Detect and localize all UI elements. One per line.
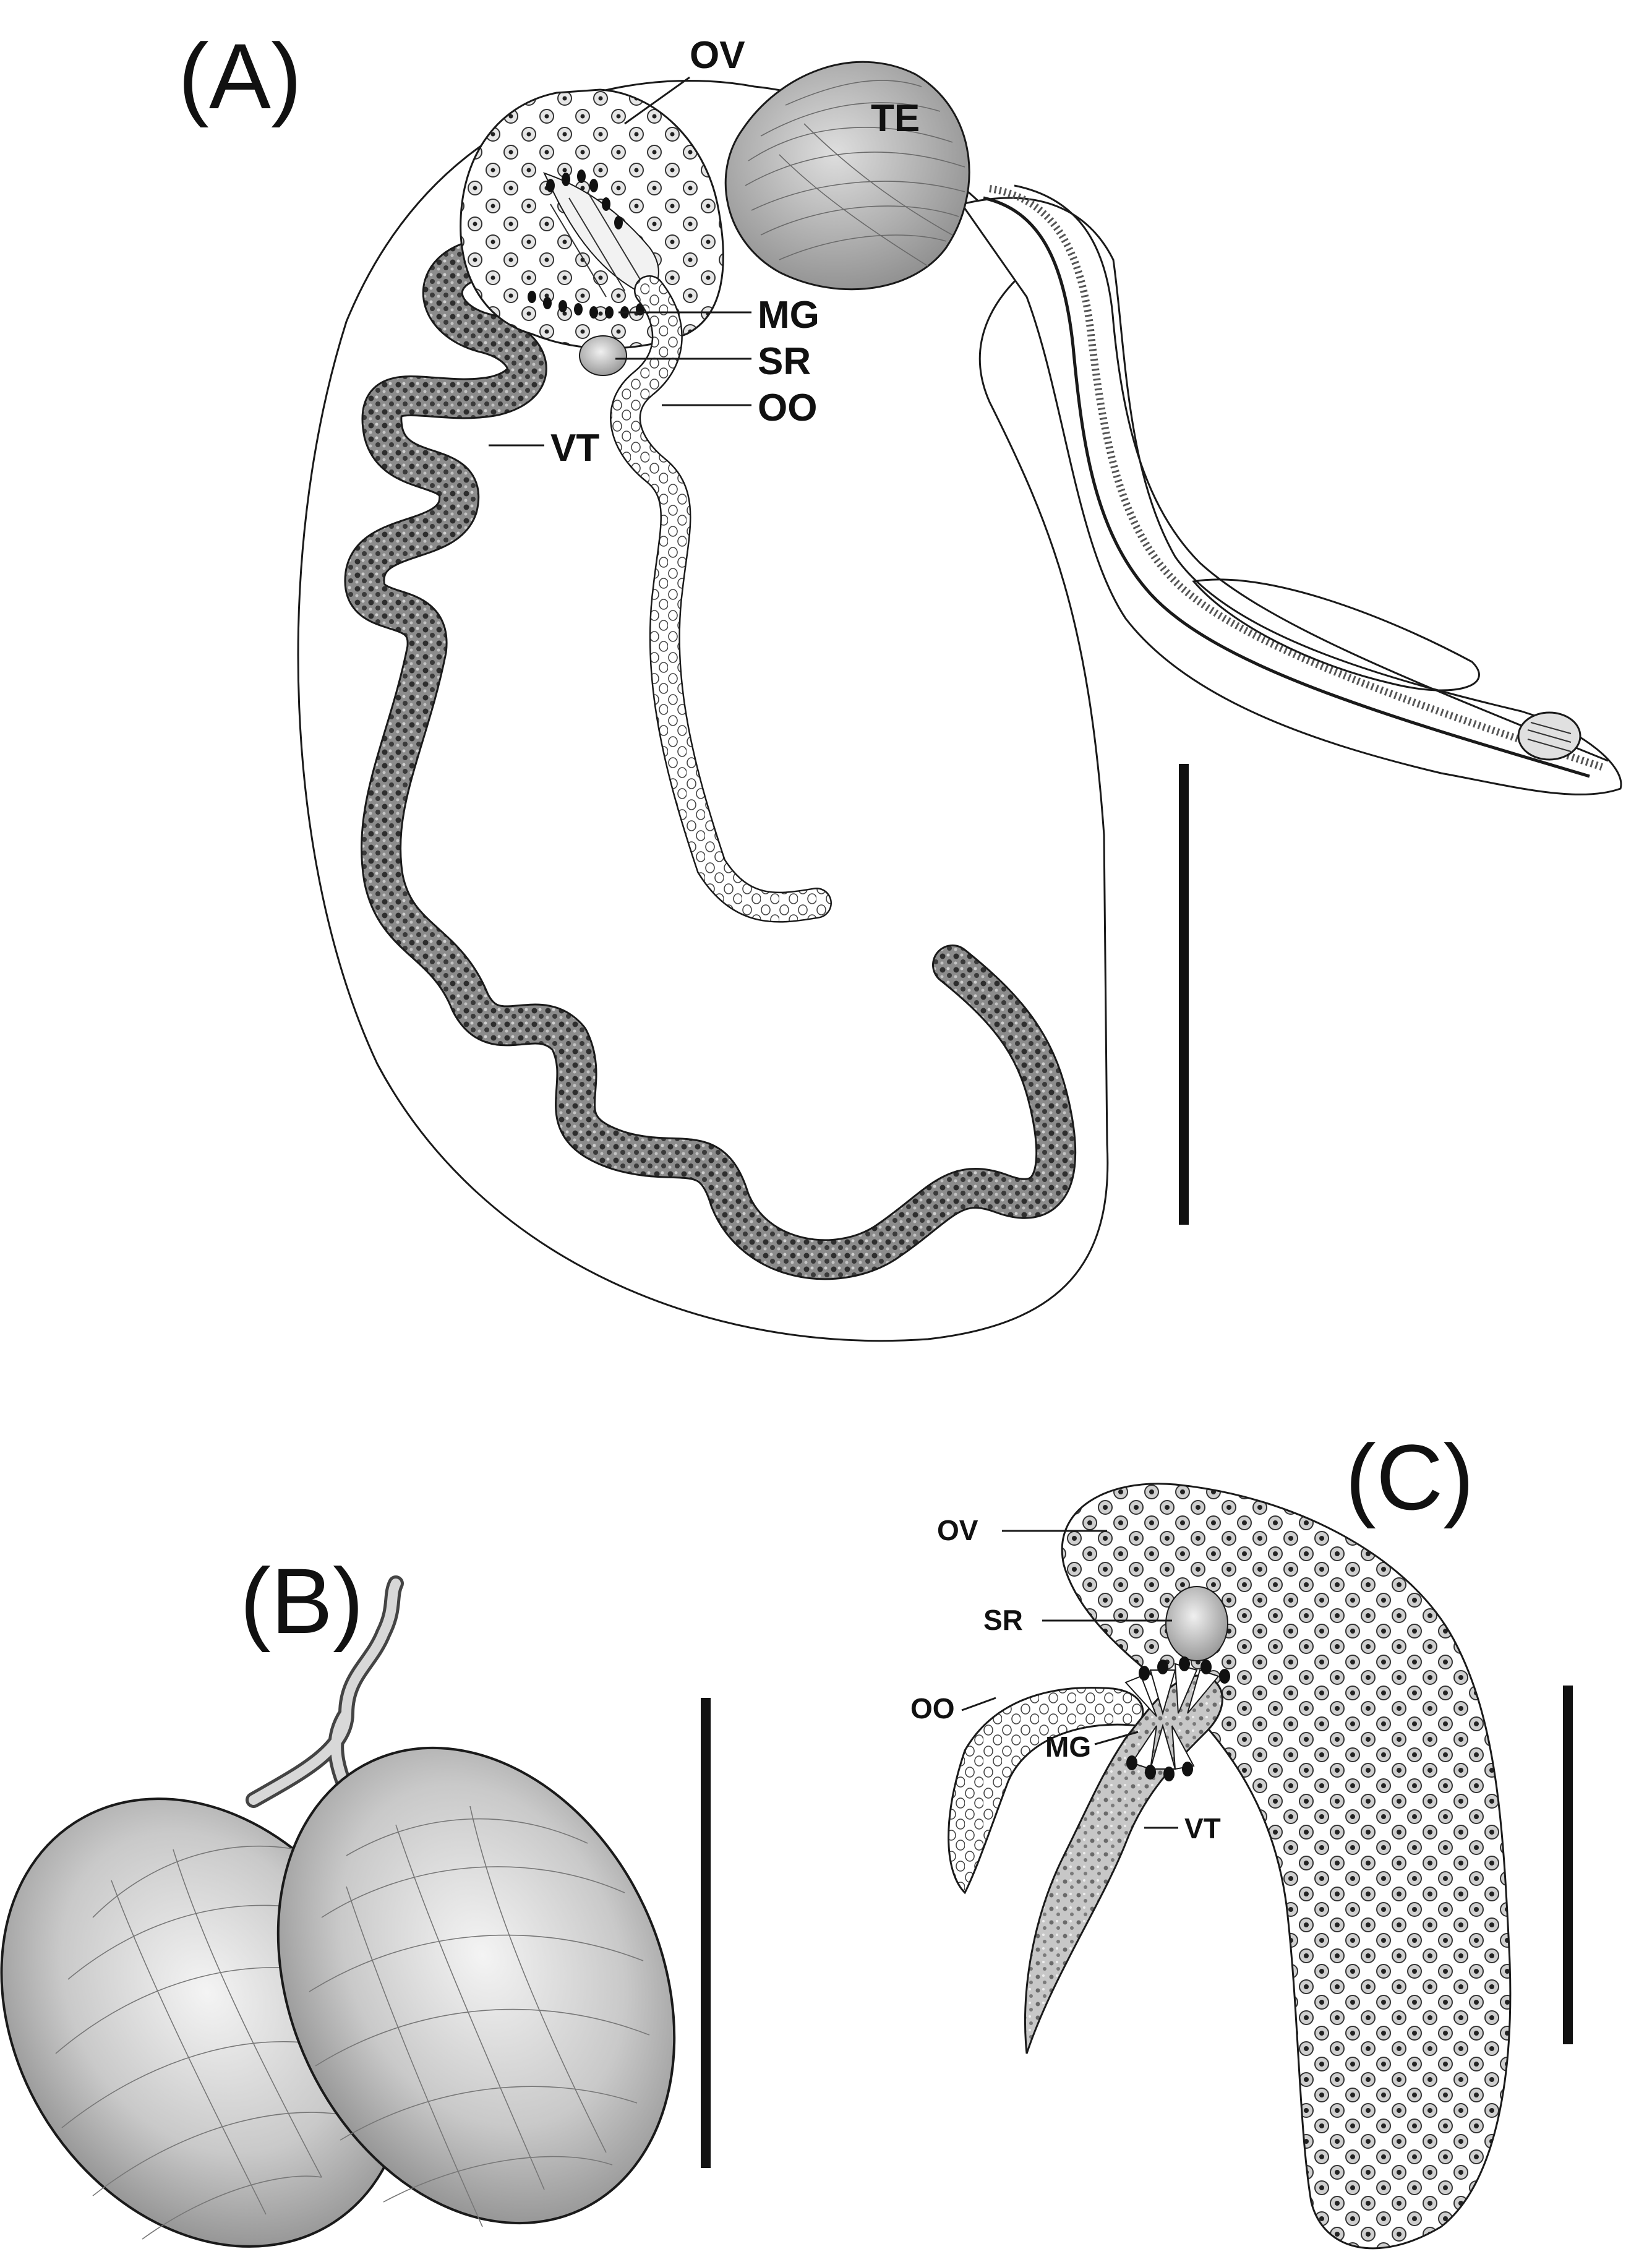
leader-lines-c — [961, 1530, 1178, 1829]
seminal-receptacle-a — [579, 335, 627, 376]
vitellarium-a-fill — [346, 241, 1075, 1279]
label-ov-a: OV — [690, 34, 745, 77]
ovary-c — [1061, 1483, 1512, 2250]
neck-inner-loop — [1192, 578, 1480, 692]
label-ov-c: OV — [937, 1514, 978, 1546]
label-sr-a: SR — [758, 340, 811, 383]
egg-right-b — [276, 1746, 676, 2227]
testis-a — [724, 61, 970, 291]
panel-label-c: (C) — [1345, 1425, 1474, 1529]
label-te-a: TE — [871, 97, 920, 140]
label-oo-c: OO — [910, 1692, 955, 1724]
scale-bar-b — [701, 1698, 711, 2168]
panel-a: (A) OV TE MG SR OO VT — [178, 24, 1622, 1342]
panel-label-b: (B) — [240, 1549, 364, 1653]
label-vt-a: VT — [550, 427, 599, 469]
label-vt-c: VT — [1184, 1812, 1221, 1844]
scale-bar-c — [1563, 1686, 1573, 2044]
scale-bar-a — [1179, 764, 1189, 1225]
neck-duct-2 — [989, 185, 1603, 771]
seminal-receptacle-c — [1165, 1586, 1228, 1661]
label-mg-a: MG — [758, 294, 820, 336]
leader-lines-a — [489, 76, 751, 447]
panel-c: (C) OV SR OO MG VT — [910, 1425, 1573, 2250]
neck-duct-3 — [1014, 184, 1609, 762]
label-sr-c: SR — [983, 1604, 1023, 1636]
panel-label-a: (A) — [178, 24, 302, 128]
ootype-uterus-a-fill — [611, 276, 831, 922]
label-oo-a: OO — [758, 387, 817, 429]
panel-b: (B) — [0, 1549, 711, 2248]
ootype-uterus-c — [948, 1686, 1144, 1895]
label-mg-c: MG — [1045, 1731, 1091, 1763]
neck-duct-1 — [983, 196, 1590, 778]
mehlis-gland-c — [1124, 1656, 1230, 1781]
